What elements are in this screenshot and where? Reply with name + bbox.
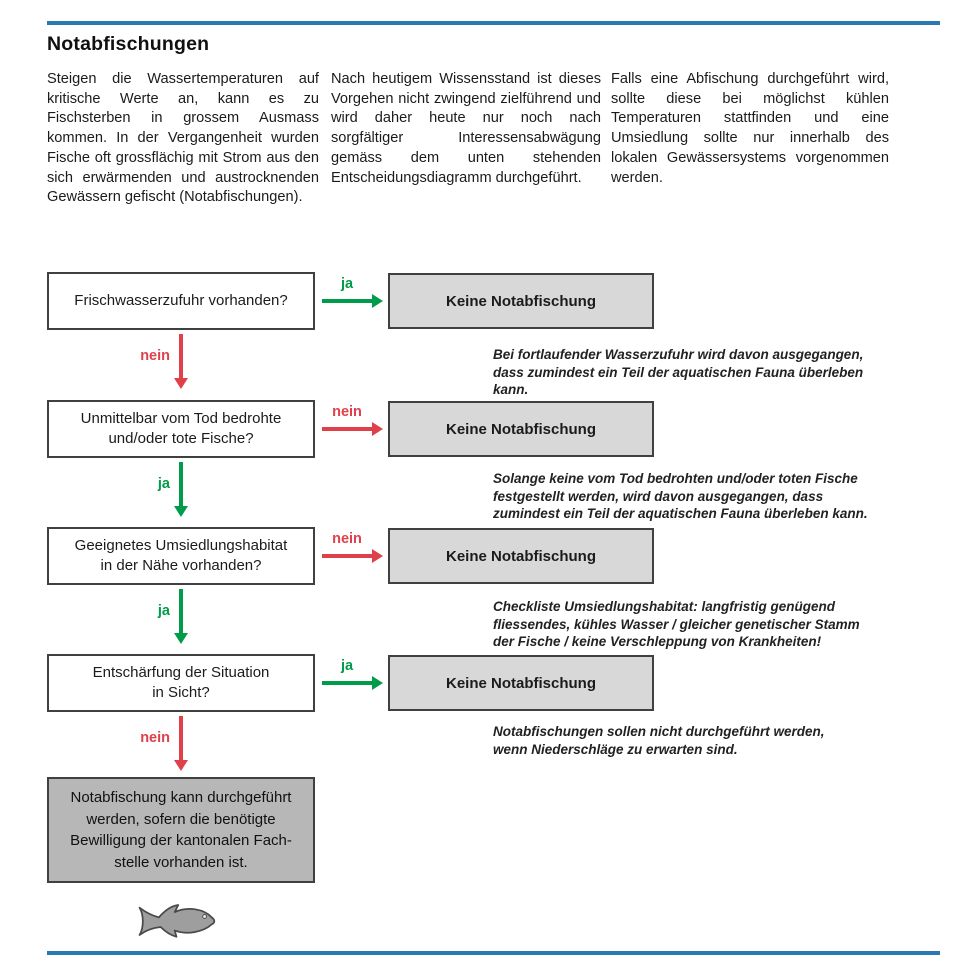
bottom-rule: [47, 951, 940, 955]
intro-paragraph-1: Steigen die Wassertemperaturen auf kriti…: [47, 71, 319, 206]
branch-label-ja: ja: [340, 276, 354, 292]
result-box-keine-notabfischung: Keine Notabfischung: [388, 655, 654, 711]
result-box-keine-notabfischung: Keine Notabfischung: [388, 273, 654, 329]
note-line: Notabfischungen sollen nicht durchgeführ…: [493, 724, 825, 739]
decision-box-frischwasserzufuhr: Frischwasserzufuhr vorhanden?: [47, 272, 315, 330]
arrow-right-ja-icon: [322, 676, 386, 690]
decision-text-line: Frischwasserzufuhr vorhanden?: [74, 292, 288, 309]
arrow-right-nein-icon: [322, 422, 386, 436]
result-text: Keine Notabfischung: [445, 292, 596, 310]
arrow-right-ja-icon: [322, 294, 386, 308]
note-line: der Fische / keine Verschleppung von Kra…: [493, 634, 822, 650]
intro-paragraph-3: Falls eine Abfischung durchgeführt wird,…: [611, 71, 889, 186]
arrow-down-ja-icon: [174, 589, 188, 644]
branch-label-nein: nein: [140, 730, 170, 746]
note-line: Solange keine vom Tod bedrohten und/oder…: [493, 471, 858, 486]
branch-label-nein: nein: [332, 404, 362, 420]
final-box-notabfischung-erlaubt: Notabfischung kann durchgeführt werden, …: [47, 777, 315, 883]
decision-text-line: und/oder tote Fische?: [108, 430, 254, 447]
note-line: kann.: [493, 382, 529, 398]
note-line: dass zumindest ein Teil der aquatischen …: [493, 364, 864, 380]
fish-icon: [138, 904, 216, 938]
note-line: fliessendes, kühles Wasser / gleicher ge…: [493, 616, 860, 632]
decision-box-tod-bedrohte-fische: Unmittelbar vom Tod bedrohte und/oder to…: [47, 400, 315, 458]
branch-label-nein: nein: [140, 348, 170, 364]
note-checkliste-habitat: Checkliste Umsiedlungshabitat: langfrist…: [493, 598, 945, 651]
final-text-line: werden, sofern die benötigte: [86, 810, 276, 828]
decision-text-line: in Sicht?: [152, 684, 210, 701]
page-title: Notabfischungen: [47, 33, 210, 55]
note-tote-fische: Solange keine vom Tod bedrohten und/oder…: [493, 470, 945, 523]
arrow-down-nein-icon: [174, 716, 188, 771]
decision-text-line: Geeignetes Umsiedlungshabitat: [74, 537, 288, 554]
note-wasserzufuhr: Bei fortlaufender Wasserzufuhr wird davo…: [493, 346, 945, 399]
branch-label-ja: ja: [157, 603, 170, 619]
branch-label-ja: ja: [157, 476, 170, 492]
result-text: Keine Notabfischung: [445, 420, 596, 438]
final-text-line: Bewilligung der kantonalen Fach-: [70, 832, 292, 849]
final-text-line: Notabfischung kann durchgeführt: [70, 789, 292, 806]
note-line: festgestellt werden, wird davon ausgegan…: [493, 488, 824, 504]
branch-label-nein: nein: [332, 531, 362, 547]
note-line: zumindest ein Teil der aquatischen Fauna…: [493, 506, 868, 522]
note-line: Bei fortlaufender Wasserzufuhr wird davo…: [493, 347, 864, 362]
decision-text-line: Unmittelbar vom Tod bedrohte: [80, 410, 282, 427]
note-niederschlaege: Notabfischungen sollen nicht durchgeführ…: [493, 723, 945, 758]
decision-text-line: in der Nähe vorhanden?: [100, 557, 262, 574]
arrow-right-nein-icon: [322, 549, 386, 563]
result-text: Keine Notabfischung: [445, 547, 596, 565]
result-text: Keine Notabfischung: [445, 674, 596, 692]
arrow-down-nein-icon: [174, 334, 188, 389]
decision-box-umsiedlungshabitat: Geeignetes Umsiedlungshabitat in der Näh…: [47, 527, 315, 585]
branch-label-ja: ja: [340, 658, 354, 674]
top-rule: [47, 21, 940, 25]
intro-paragraph-2: Nach heutigem Wissensstand ist dieses Vo…: [331, 71, 601, 186]
note-line: Checkliste Umsiedlungshabitat: langfrist…: [493, 599, 836, 614]
arrow-down-ja-icon: [174, 462, 188, 517]
decision-text-line: Entschärfung der Situation: [92, 664, 270, 681]
final-text-line: stelle vorhanden ist.: [114, 853, 248, 871]
decision-box-entschaerfung: Entschärfung der Situation in Sicht?: [47, 654, 315, 712]
result-box-keine-notabfischung: Keine Notabfischung: [388, 401, 654, 457]
result-box-keine-notabfischung: Keine Notabfischung: [388, 528, 654, 584]
note-line: wenn Niederschläge zu erwarten sind.: [493, 741, 738, 757]
